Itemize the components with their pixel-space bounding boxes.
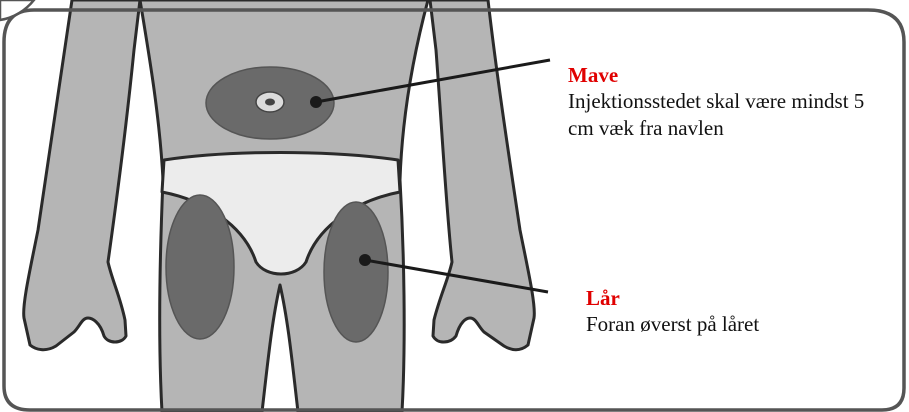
- right-arm: [430, 0, 534, 350]
- navel-center: [265, 99, 275, 106]
- abdomen-title: Mave: [568, 62, 868, 88]
- thigh-label: Lår Foran øverst på låret: [586, 285, 886, 338]
- abdomen-label: Mave Injektionsstedet skal være mindst 5…: [568, 62, 868, 141]
- abdomen-description: Injektionsstedet skal være mindst 5 cm v…: [568, 88, 868, 141]
- left-thigh-injection-zone: [166, 195, 234, 339]
- right-thigh-injection-zone: [324, 202, 388, 342]
- thigh-title: Lår: [586, 285, 886, 311]
- left-arm: [24, 0, 140, 350]
- thigh-description: Foran øverst på låret: [586, 311, 886, 337]
